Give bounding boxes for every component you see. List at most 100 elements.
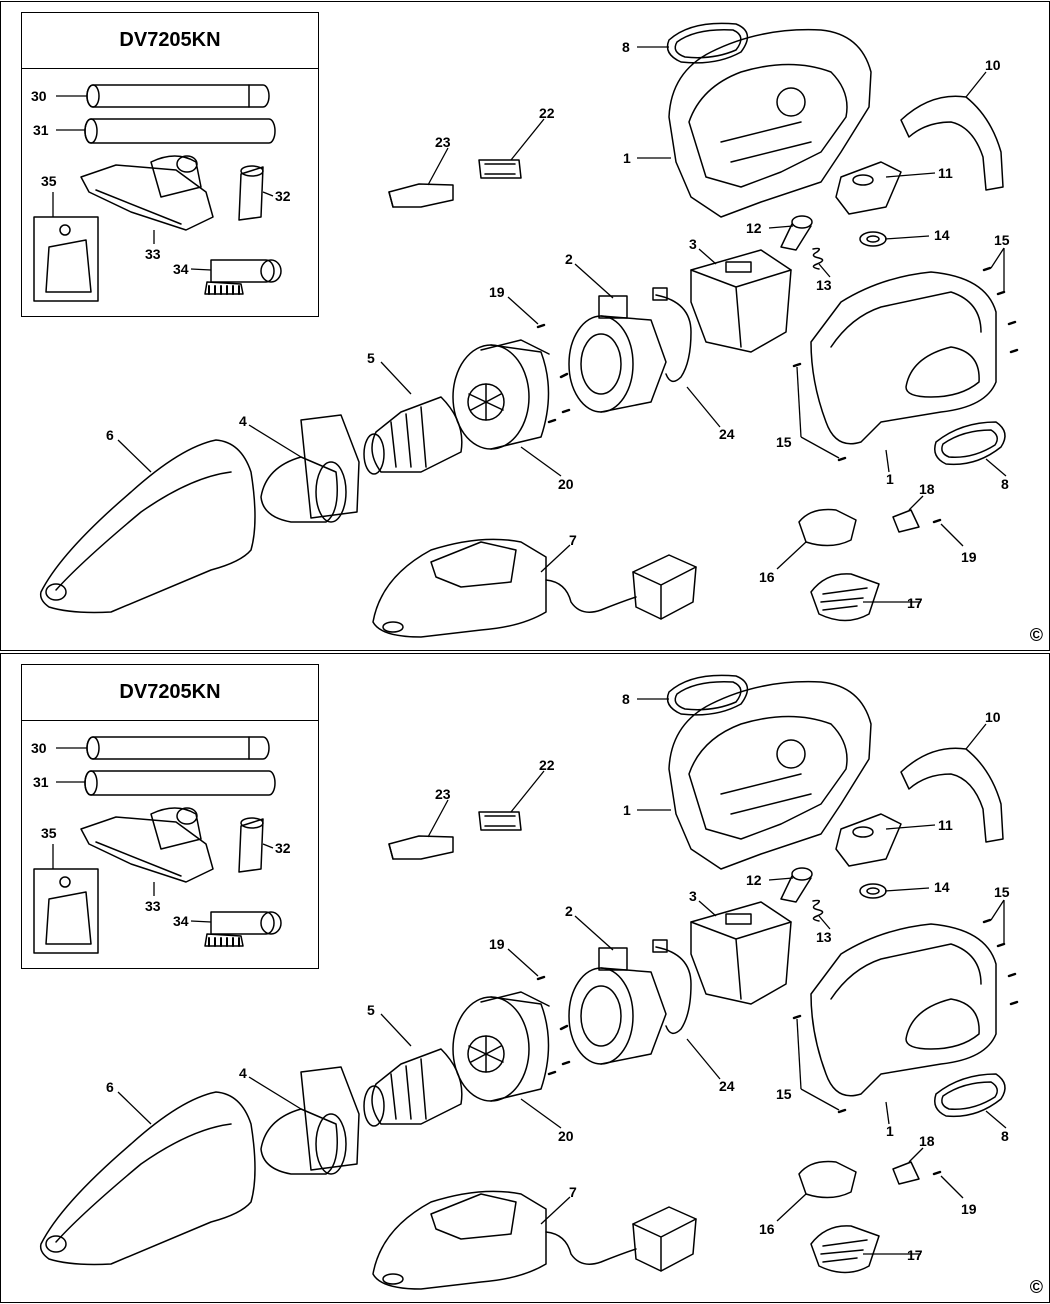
part-31-extension-tube [84, 770, 276, 796]
part-labels: 30 31 35 32 33 34 8 1 10 11 12 14 13 15 … [31, 39, 1010, 611]
part-3-battery-pack [690, 901, 792, 1005]
label-14: 14 [934, 227, 950, 243]
part-11-switch [835, 813, 902, 867]
label-1: 1 [623, 802, 631, 818]
part-3-battery-pack [690, 249, 792, 353]
exploded-view-drawing: 30 31 35 32 33 34 8 1 10 11 12 14 13 15 … [31, 674, 1019, 1290]
label-5: 5 [367, 350, 375, 366]
label-32: 32 [275, 840, 291, 856]
label-32: 32 [275, 188, 291, 204]
label-18: 18 [919, 1133, 935, 1149]
part-33-floor-nozzle [80, 807, 214, 883]
accessories-box [21, 719, 319, 969]
label-16: 16 [759, 569, 775, 585]
label-23: 23 [435, 134, 451, 150]
label-2: 2 [565, 251, 573, 267]
label-22: 22 [539, 757, 555, 773]
part-32-crevice-tool [238, 165, 264, 221]
part-5-filter [363, 396, 463, 475]
label-5: 5 [367, 1002, 375, 1018]
leader-lines [52, 46, 1007, 603]
charger-cord [545, 1231, 637, 1265]
part-2-motor [568, 295, 667, 413]
label-15b: 15 [776, 434, 792, 450]
part-2-motor [568, 947, 667, 1065]
part-34-dusting-brush [204, 911, 282, 947]
label-24: 24 [719, 1078, 735, 1094]
label-33: 33 [145, 898, 161, 914]
label-13: 13 [816, 277, 832, 293]
part-12-button [780, 215, 813, 251]
part-13-spring [812, 247, 824, 270]
label-23: 23 [435, 786, 451, 802]
label-30: 30 [31, 88, 47, 104]
label-10: 10 [985, 57, 1001, 73]
leader-lines [52, 698, 1007, 1255]
label-12: 12 [746, 220, 762, 236]
label-15: 15 [994, 232, 1010, 248]
label-14: 14 [934, 879, 950, 895]
part-13-spring [812, 899, 824, 922]
label-3: 3 [689, 236, 697, 252]
part-10-top-cover [900, 95, 1004, 191]
label-35: 35 [41, 173, 57, 189]
label-31: 31 [33, 774, 49, 790]
copyright-mark: © [1029, 1277, 1043, 1297]
diagram-panel-bottom: 30 31 35 32 33 34 8 1 10 11 12 14 13 15 … [0, 653, 1050, 1303]
label-20: 20 [558, 1128, 574, 1144]
label-17: 17 [907, 1247, 923, 1263]
part-6-dirt-bowl [39, 1091, 256, 1266]
part-34-dusting-brush [204, 259, 282, 295]
diagram-panel-top: 30 31 35 32 33 34 8 1 10 11 12 14 13 15 … [0, 1, 1050, 651]
part-18-clip [892, 1161, 920, 1185]
label-24: 24 [719, 426, 735, 442]
label-1b: 1 [886, 1123, 894, 1139]
label-15b: 15 [776, 1086, 792, 1102]
charger-cord [545, 579, 637, 613]
label-3: 3 [689, 888, 697, 904]
label-20: 20 [558, 476, 574, 492]
label-19b: 19 [961, 549, 977, 565]
part-10-top-cover [900, 747, 1004, 843]
label-19: 19 [489, 936, 505, 952]
part-1-upper-housing [668, 28, 872, 218]
charger-plug [632, 1206, 697, 1272]
part-7-charging-base [372, 1190, 547, 1290]
label-11: 11 [938, 165, 953, 181]
label-17: 17 [907, 595, 923, 611]
part-1-upper-housing [668, 680, 872, 870]
part-22-clip [478, 811, 522, 831]
model-title-box: DV7205KN [21, 12, 319, 69]
part-24-wire [652, 939, 692, 1035]
label-34: 34 [173, 913, 189, 929]
label-8b: 8 [1001, 476, 1009, 492]
part-20-fan-housing [452, 991, 550, 1102]
label-1: 1 [623, 150, 631, 166]
label-34: 34 [173, 261, 189, 277]
part-35-storage-bag [33, 868, 99, 954]
part-8-frame-bottom [934, 421, 1006, 466]
part-5-filter [363, 1048, 463, 1127]
part-14-latch [859, 883, 887, 899]
part-11-switch [835, 161, 902, 215]
copyright-mark: © [1029, 625, 1043, 645]
model-title: DV7205KN [119, 681, 221, 703]
label-4: 4 [239, 1065, 247, 1081]
part-1-lower-housing [810, 923, 997, 1097]
label-18: 18 [919, 481, 935, 497]
label-22: 22 [539, 105, 555, 121]
label-19b: 19 [961, 1201, 977, 1217]
part-16-filter-pad [798, 508, 857, 547]
part-8-frame-bottom [934, 1073, 1006, 1118]
label-13: 13 [816, 929, 832, 945]
label-1b: 1 [886, 471, 894, 487]
part-14-latch [859, 231, 887, 247]
label-2: 2 [565, 903, 573, 919]
part-4-filter-cone [260, 1066, 360, 1175]
label-12: 12 [746, 872, 762, 888]
label-8: 8 [622, 39, 630, 55]
label-30: 30 [31, 740, 47, 756]
charger-plug [632, 554, 697, 620]
label-8b: 8 [1001, 1128, 1009, 1144]
label-4: 4 [239, 413, 247, 429]
